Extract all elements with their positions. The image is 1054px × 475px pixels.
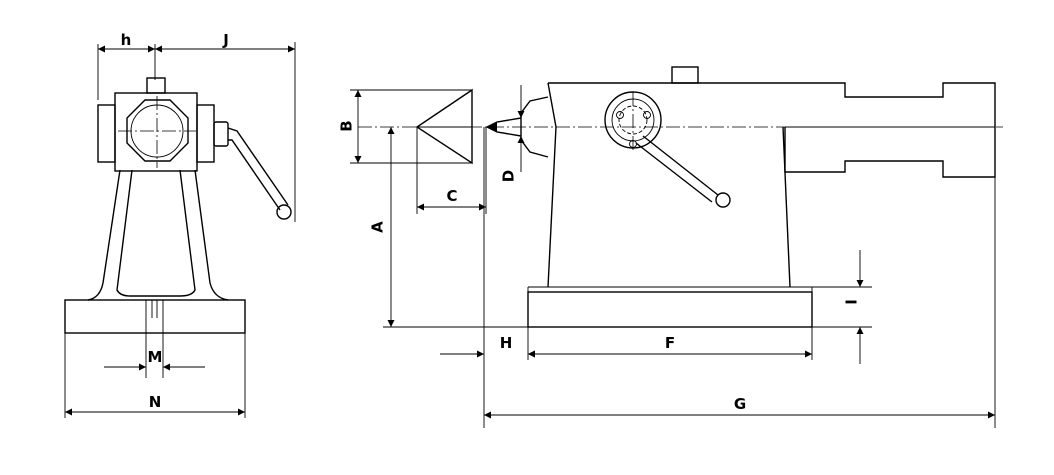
dim-label-B: B	[338, 120, 356, 131]
side-view: B A C D H F I G	[338, 66, 1003, 428]
end-view-leg-inner	[116, 169, 196, 297]
side-view-quill-nose	[520, 96, 549, 158]
side-view-body	[547, 126, 791, 288]
end-view-head-left-boss	[97, 104, 116, 163]
dim-label-I: I	[843, 299, 861, 305]
end-view-top-nub	[146, 77, 166, 94]
dim-label-h: h	[121, 31, 132, 49]
dim-label-N: N	[149, 393, 162, 411]
side-view-handle-lever	[635, 135, 719, 203]
end-view: h J M N	[64, 31, 296, 418]
end-view-base	[64, 299, 246, 334]
dim-label-F: F	[665, 334, 675, 352]
dim-label-D: D	[500, 170, 518, 182]
dim-label-G: G	[734, 395, 746, 413]
side-view-handle-knob	[715, 192, 731, 208]
end-view-leg-outer-left	[87, 169, 121, 301]
side-view-housing	[547, 82, 996, 178]
dim-label-A: A	[369, 221, 387, 233]
end-view-handle-lever	[227, 127, 289, 211]
dim-label-H: H	[500, 334, 513, 352]
reference-cone	[415, 88, 473, 165]
side-view-base	[527, 291, 813, 328]
end-view-handle-hub	[213, 121, 229, 147]
dim-label-M: M	[148, 348, 163, 366]
end-view-head-right-boss	[196, 104, 215, 163]
end-view-handle-knob	[276, 204, 292, 220]
dim-label-J: J	[222, 31, 229, 49]
end-view-octagon	[126, 99, 189, 162]
end-view-leg-outer-right	[194, 169, 229, 301]
end-view-slot	[145, 300, 164, 333]
side-view-top-nub	[671, 66, 699, 84]
dim-label-C: C	[446, 187, 457, 205]
